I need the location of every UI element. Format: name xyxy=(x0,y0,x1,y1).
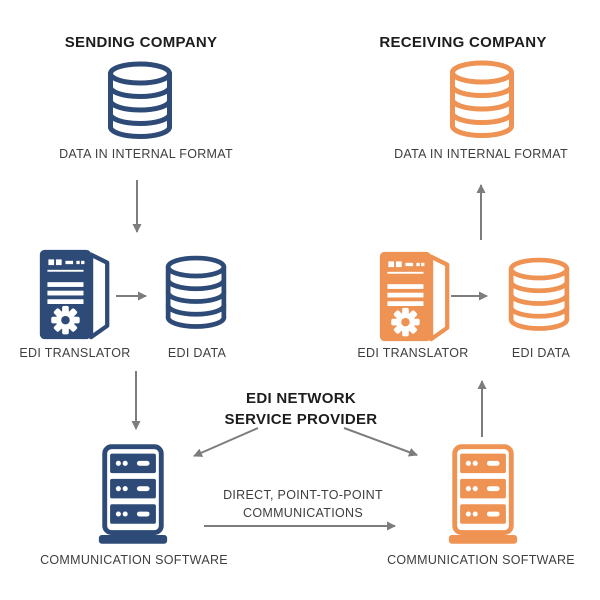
sending-internal-data-label: DATA IN INTERNAL FORMAT xyxy=(59,147,233,161)
direct-point-to-point-label: DIRECT, POINT-TO-POINT COMMUNICATIONS xyxy=(223,486,383,522)
arrow-provider-to-receiving-communication xyxy=(343,427,418,457)
sending-edi-data-database-icon xyxy=(162,252,230,334)
arrow-provider-to-sending-communication xyxy=(193,427,259,457)
receiving-edi-translator-icon xyxy=(377,249,451,344)
sending-company-title: SENDING COMPANY xyxy=(64,34,218,51)
sending-communication-label: COMMUNICATION SOFTWARE xyxy=(40,553,228,567)
direct-label-line2: COMMUNICATIONS xyxy=(243,506,363,520)
direct-label-line1: DIRECT, POINT-TO-POINT xyxy=(223,488,383,502)
receiving-communication-software-icon xyxy=(444,444,522,546)
sending-edi-translator-icon xyxy=(37,247,111,342)
edi-network-service-provider-heading: EDI NETWORK SERVICE PROVIDER xyxy=(225,388,378,430)
receiving-internal-data-label: DATA IN INTERNAL FORMAT xyxy=(394,147,568,161)
sending-edi-data-label: EDI DATA xyxy=(167,346,227,360)
sending-internal-data-database-icon xyxy=(103,61,177,141)
receiving-communication-label: COMMUNICATION SOFTWARE xyxy=(387,553,575,567)
receiving-edi-translator-label: EDI TRANSLATOR xyxy=(357,346,469,360)
receiving-edi-data-database-icon xyxy=(505,254,573,336)
provider-heading-line1: EDI NETWORK xyxy=(246,390,356,407)
sending-edi-translator-label: EDI TRANSLATOR xyxy=(19,346,131,360)
sending-communication-software-icon xyxy=(94,444,172,546)
receiving-company-title: RECEIVING COMPANY xyxy=(379,34,547,51)
provider-heading-line2: SERVICE PROVIDER xyxy=(224,411,378,428)
receiving-edi-data-label: EDI DATA xyxy=(511,346,571,360)
receiving-internal-data-database-icon xyxy=(445,60,519,140)
